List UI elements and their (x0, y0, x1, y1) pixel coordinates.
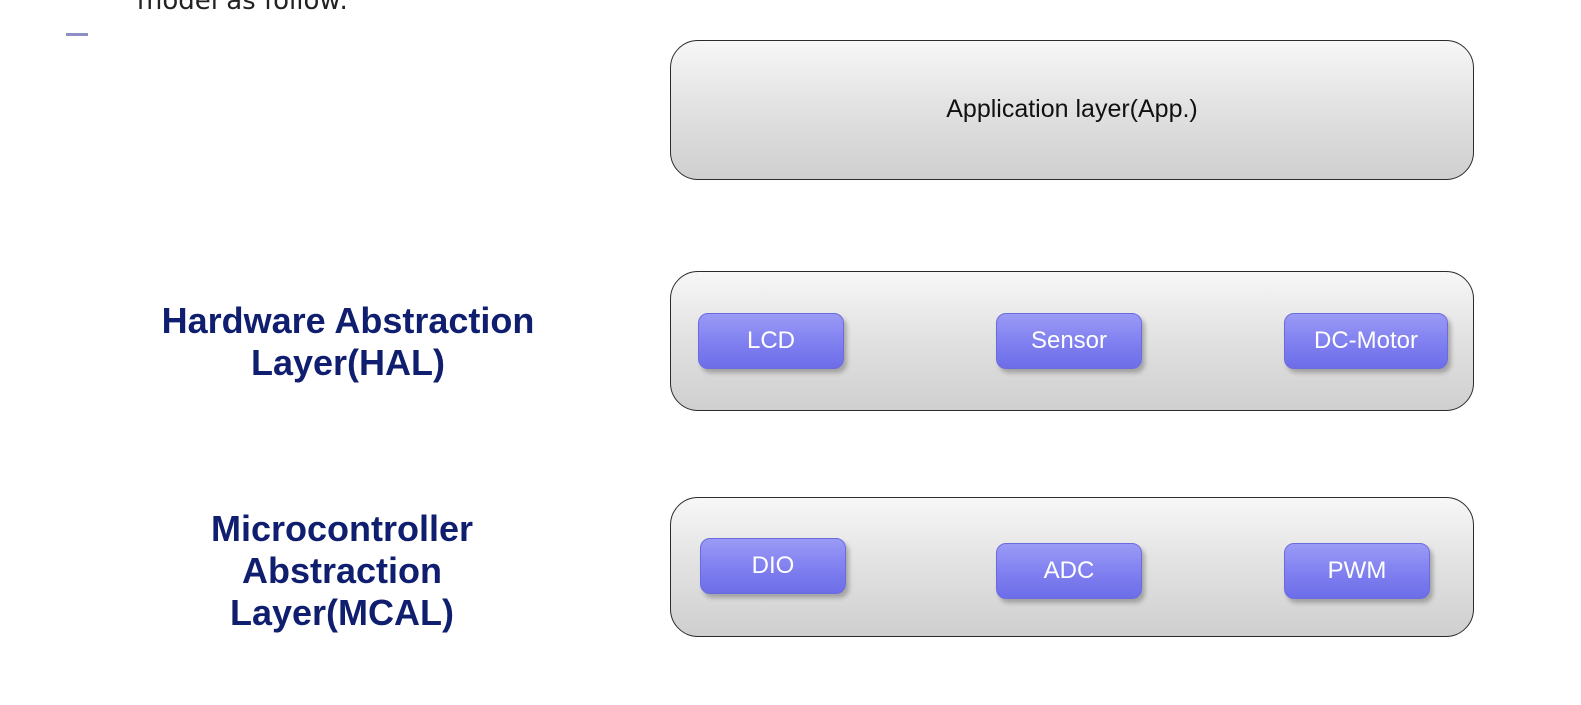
mcal-module-dio: DIO (700, 538, 846, 594)
mcal-module-pwm: PWM (1284, 543, 1430, 599)
mcal-title: Microcontroller Abstraction Layer(MCAL) (92, 508, 592, 634)
hal-title-line-1: Hardware Abstraction (161, 300, 535, 341)
hal-module-sensor: Sensor (996, 313, 1142, 369)
mcal-module-adc: ADC (996, 543, 1142, 599)
application-layer-box: Application layer(App.) (670, 40, 1474, 180)
hal-title-line-2: Layer(HAL) (250, 342, 446, 383)
hal-module-lcd: LCD (698, 313, 844, 369)
mcal-title-line-1: Microcontroller (210, 508, 474, 549)
hal-module-dc-motor: DC-Motor (1284, 313, 1448, 369)
application-layer-label: Application layer(App.) (946, 95, 1198, 123)
hal-title: Hardware Abstraction Layer(HAL) (82, 300, 614, 384)
hal-layer-box: LCD Sensor DC-Motor (670, 271, 1474, 411)
intro-text: model as follow: (137, 0, 348, 16)
mcal-layer-box: DIO ADC PWM (670, 497, 1474, 637)
bullet-dash (66, 33, 88, 36)
mcal-title-line-3: Layer(MCAL) (229, 592, 454, 633)
mcal-title-line-2: Abstraction (241, 550, 443, 591)
